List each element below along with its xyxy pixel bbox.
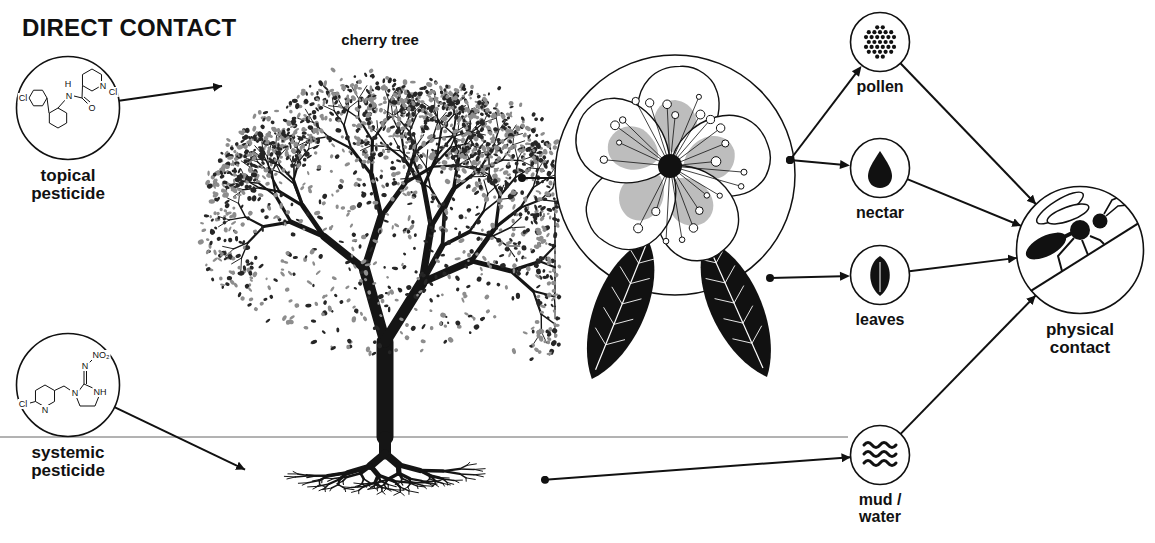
- leaf-blade: [568, 230, 671, 388]
- diagram-title: DIRECT CONTACT: [22, 14, 236, 42]
- atom-label: N: [71, 388, 80, 398]
- circle-outline: [17, 334, 120, 437]
- node-label: topical pesticide: [16, 167, 120, 203]
- atom-label: Cl: [18, 93, 29, 103]
- nectar-drop: [868, 151, 892, 188]
- node-label: leaves: [856, 312, 905, 329]
- node-label: systemic pesticide: [16, 444, 120, 480]
- leaf-icon: [870, 256, 890, 296]
- atom-label: N: [99, 81, 108, 91]
- circle-outline: [851, 246, 910, 305]
- leaf-midrib: [708, 245, 763, 367]
- ground-line: [0, 437, 848, 438]
- circle-outline: [849, 244, 911, 306]
- atom-label: Cl: [18, 399, 29, 409]
- node-label: nectar: [856, 205, 904, 222]
- atom-label: NH: [93, 387, 108, 397]
- leader-lines: [518, 66, 862, 282]
- exposure-circle: physical contact: [1015, 185, 1145, 357]
- atom-label: O: [87, 103, 96, 113]
- node-label: physical contact: [1032, 321, 1128, 357]
- flow-arrow: [901, 295, 1036, 433]
- circle-outline: [1015, 185, 1145, 315]
- pesticide-circle: topical pesticide: [13, 55, 123, 203]
- flow-arrow: [545, 457, 851, 480]
- tree-branches: [218, 86, 555, 496]
- circle-outline: [849, 137, 911, 199]
- tree-region: cherry tree: [185, 30, 575, 540]
- source-circle: mud / water: [848, 424, 912, 526]
- source-circle: leaves: [849, 244, 911, 329]
- flower-illustration: [555, 55, 795, 389]
- wasp-illustration: [1010, 187, 1150, 304]
- source-circle: pollen: [849, 11, 911, 96]
- atom-label: Cl: [108, 87, 119, 97]
- tree-foliage: [197, 67, 562, 362]
- atom-label: N: [81, 361, 90, 371]
- circle-outline: [849, 11, 911, 73]
- circle-outline: [849, 424, 911, 486]
- atom-label: N: [65, 91, 74, 101]
- leaf-midrib: [596, 246, 646, 370]
- circle-outline: [17, 57, 120, 160]
- source-circle: nectar: [849, 137, 911, 222]
- circle-outline: [851, 13, 910, 72]
- atom-label: N: [41, 405, 50, 415]
- node-label: mud / water: [851, 492, 909, 526]
- circle-outline: [851, 139, 910, 198]
- circle-outline: [1017, 187, 1144, 314]
- flow-arrow: [119, 86, 222, 101]
- cherry-tree-illustration: [197, 67, 562, 496]
- flower-leaf: [568, 230, 671, 388]
- stamens: [600, 94, 747, 244]
- node-label: pollen: [856, 79, 903, 96]
- circle-outline: [15, 332, 121, 438]
- flow-arrow: [114, 407, 245, 469]
- circle-outline: [15, 55, 121, 161]
- node-label: cherry tree: [341, 32, 419, 48]
- atom-label: NO₂: [92, 350, 111, 360]
- flow-arrow: [900, 63, 1036, 204]
- circle-outline: [851, 426, 910, 485]
- flow-arrow: [907, 179, 1021, 226]
- atom-label: H: [64, 79, 73, 89]
- flow-arrow: [909, 258, 1017, 271]
- flower-center: [658, 154, 682, 178]
- flower-disc: [555, 55, 795, 295]
